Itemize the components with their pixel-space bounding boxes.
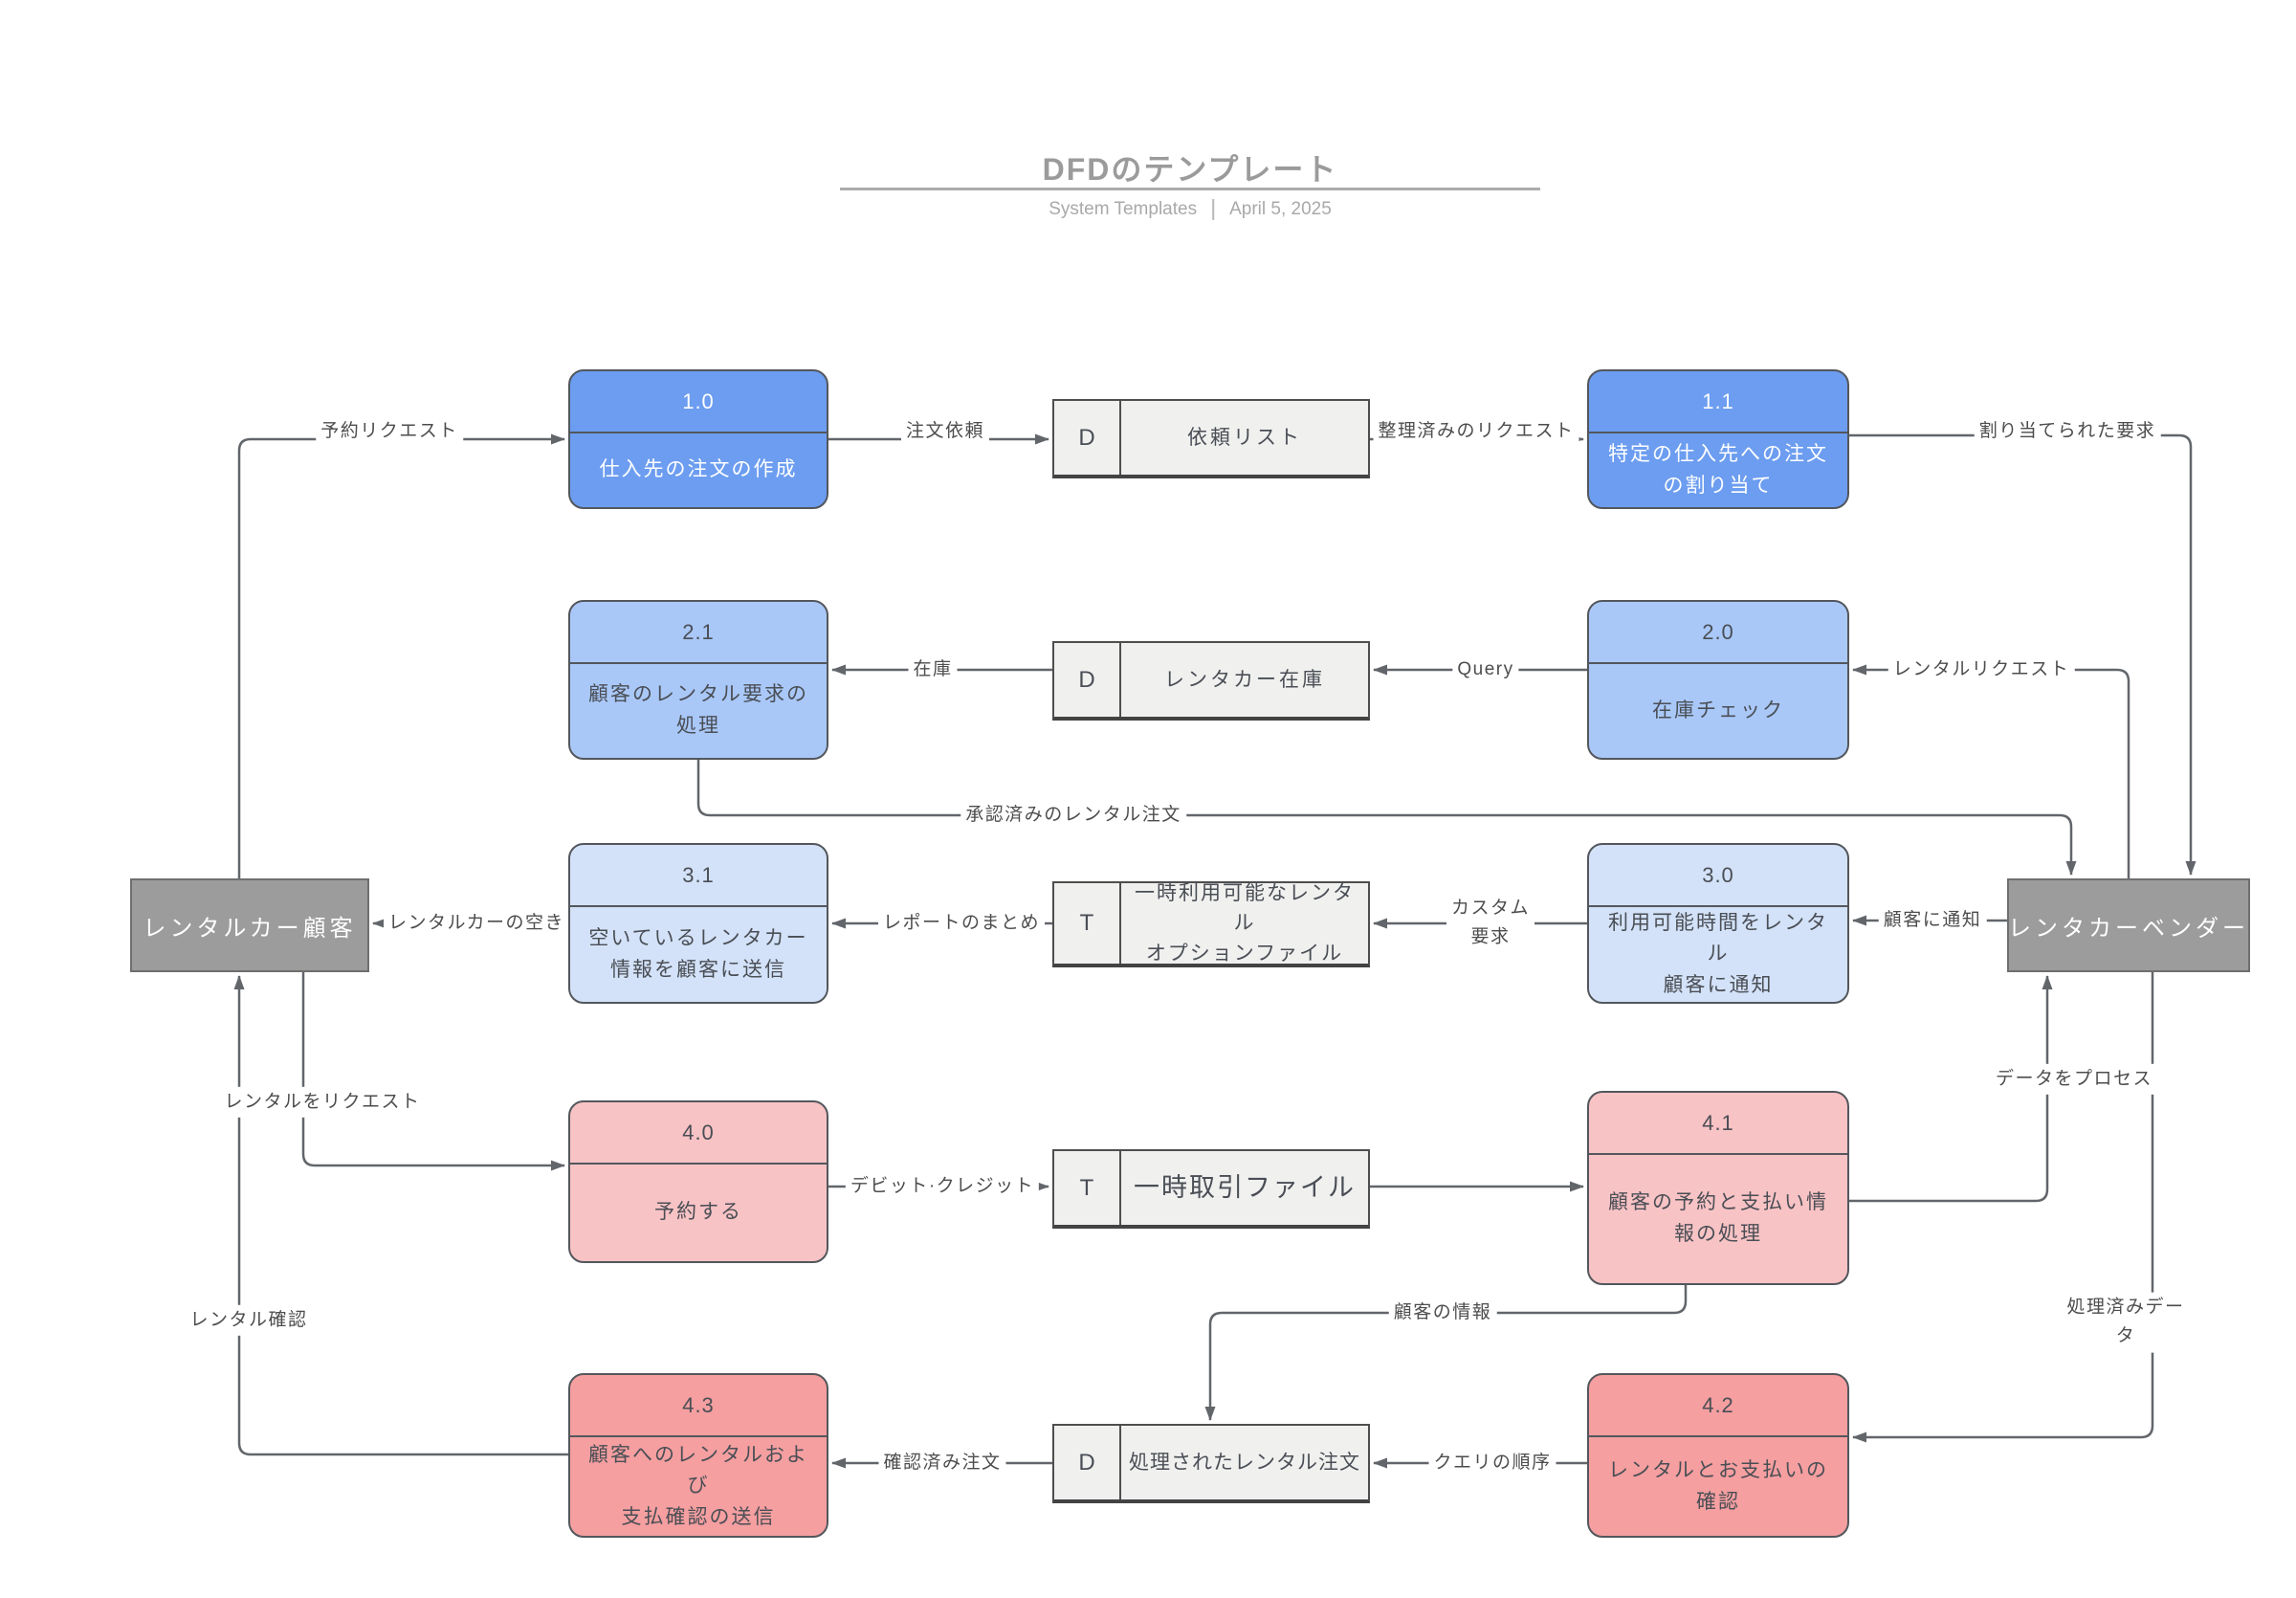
process-4-1-label: 顧客の予約と支払い情 報の処理 <box>1608 1191 1828 1245</box>
datastore-temp-transaction-file-label: 一時取引ファイル <box>1134 1173 1356 1203</box>
process-4-3-id: 4.3 <box>570 1375 827 1437</box>
flow-label-request-rental[interactable]: レンタルをリクエスト <box>219 1086 426 1119</box>
datastore-temp-rental-options-tag: T <box>1054 883 1121 964</box>
datastore-request-list-label: 依頼リスト <box>1187 426 1302 449</box>
flow-label-reservation-request[interactable]: 予約リクエスト <box>316 415 463 448</box>
process-1-1-label: 特定の仕入先への注文 の割り当て <box>1608 442 1828 497</box>
process-1-0[interactable]: 1.0 仕入先の注文の作成 <box>568 369 828 509</box>
process-3-0-label: 利用可能時間をレンタル 顧客に通知 <box>1608 911 1828 996</box>
flow-reservation-request <box>237 433 565 878</box>
flow-label-report-summary[interactable]: レポートのまとめ <box>877 907 1046 940</box>
process-2-0-label: 在庫チェック <box>1652 699 1784 721</box>
process-3-1[interactable]: 3.1 空いているレンタカー 情報を顧客に送信 <box>568 843 828 1004</box>
flow-label-confirmed-order[interactable]: 確認済み注文 <box>878 1447 1006 1479</box>
process-1-0-label: 仕入先の注文の作成 <box>599 458 798 481</box>
flow-label-query[interactable]: Query <box>1452 654 1519 686</box>
process-1-1-id: 1.1 <box>1589 371 1847 433</box>
process-4-2-id: 4.2 <box>1589 1375 1847 1437</box>
datastore-temp-transaction-file[interactable]: T 一時取引ファイル <box>1052 1149 1370 1229</box>
process-3-1-id: 3.1 <box>570 845 827 907</box>
flow-assigned-request <box>1849 433 2197 876</box>
flow-label-notify-customer[interactable]: 顧客に通知 <box>1878 904 1987 937</box>
datastore-rental-car-stock-tag: D <box>1054 643 1121 717</box>
datastore-processed-rental-orders[interactable]: D 処理されたレンタル注文 <box>1052 1424 1370 1503</box>
process-4-0-label: 予約する <box>654 1201 742 1224</box>
flow-request-rental <box>301 972 565 1171</box>
datastore-request-list[interactable]: D 依頼リスト <box>1052 399 1370 478</box>
datastore-temp-rental-options-label: 一時利用可能なレンタル オプションファイル <box>1135 881 1355 965</box>
flow-label-process-data[interactable]: データをプロセス <box>1990 1063 2158 1096</box>
process-2-0[interactable]: 2.0 在庫チェック <box>1587 600 1849 760</box>
process-2-0-id: 2.0 <box>1589 602 1847 664</box>
process-1-0-id: 1.0 <box>570 371 827 433</box>
flow-label-organized-request[interactable]: 整理済みのリクエスト <box>1373 415 1579 448</box>
entity-rental-car-customer[interactable]: レンタルカー顧客 <box>130 878 369 972</box>
datastore-rental-car-stock-label: レンタカー在庫 <box>1164 668 1325 691</box>
flow-rental-confirmation <box>233 975 568 1456</box>
title-underline <box>840 188 1540 190</box>
subtitle-divider <box>1212 199 1215 220</box>
datastore-processed-rental-orders-label: 処理されたレンタル注文 <box>1129 1451 1360 1474</box>
process-4-2-label: レンタルとお支払いの 確認 <box>1608 1458 1828 1513</box>
flow-label-query-order[interactable]: クエリの順序 <box>1428 1447 1556 1479</box>
process-4-2[interactable]: 4.2 レンタルとお支払いの 確認 <box>1587 1373 1849 1538</box>
datastore-rental-car-stock[interactable]: D レンタカー在庫 <box>1052 641 1370 721</box>
flow-rental-request <box>1852 664 2130 878</box>
datastore-temp-rental-options[interactable]: T 一時利用可能なレンタル オプションファイル <box>1052 881 1370 967</box>
subtitle-text: System Templates <box>1049 199 1198 219</box>
flow-approved-rental-order <box>696 760 2077 876</box>
process-1-1[interactable]: 1.1 特定の仕入先への注文 の割り当て <box>1587 369 1849 509</box>
page-title: DFDのテンプレート <box>1042 152 1338 187</box>
process-3-1-label: 空いているレンタカー 情報を顧客に送信 <box>588 926 808 981</box>
flow-label-customer-info[interactable]: 顧客の情報 <box>1388 1297 1497 1329</box>
process-4-0-id: 4.0 <box>570 1102 827 1165</box>
process-3-0-id: 3.0 <box>1589 845 1847 907</box>
entity-rental-car-customer-label: レンタルカー顧客 <box>143 915 357 942</box>
process-4-0[interactable]: 4.0 予約する <box>568 1100 828 1263</box>
flow-process-data <box>1849 975 2053 1203</box>
subtitle: System Templates April 5, 2025 <box>1049 199 1332 220</box>
flow-label-custom-request[interactable]: カスタム 要求 <box>1446 893 1535 954</box>
subtitle-date: April 5, 2025 <box>1229 199 1332 219</box>
flow-label-approved-rental-order[interactable]: 承認済みのレンタル注文 <box>960 799 1186 832</box>
entity-rental-car-vendor[interactable]: レンタカーベンダー <box>2007 878 2250 972</box>
process-4-1-id: 4.1 <box>1589 1093 1847 1155</box>
flow-label-rental-request[interactable]: レンタルリクエスト <box>1888 654 2075 686</box>
process-3-0[interactable]: 3.0 利用可能時間をレンタル 顧客に通知 <box>1587 843 1849 1004</box>
datastore-processed-rental-orders-tag: D <box>1054 1426 1121 1499</box>
process-4-1[interactable]: 4.1 顧客の予約と支払い情 報の処理 <box>1587 1091 1849 1285</box>
flow-label-stock[interactable]: 在庫 <box>908 654 958 686</box>
process-2-1-id: 2.1 <box>570 602 827 664</box>
entity-rental-car-vendor-label: レンタカーベンダー <box>2008 915 2249 942</box>
process-4-3[interactable]: 4.3 顧客へのレンタルおよび 支払確認の送信 <box>568 1373 828 1538</box>
datastore-temp-transaction-file-tag: T <box>1054 1151 1121 1225</box>
process-2-1-label: 顧客のレンタル要求の 処理 <box>588 683 808 737</box>
process-4-3-label: 顧客へのレンタルおよび 支払確認の送信 <box>588 1443 808 1528</box>
datastore-request-list-tag: D <box>1054 401 1121 475</box>
flow-label-debit-credit[interactable]: デビット·クレジット <box>845 1170 1040 1203</box>
process-2-1[interactable]: 2.1 顧客のレンタル要求の 処理 <box>568 600 828 760</box>
flow-label-processed-data[interactable]: 処理済みデー タ <box>2062 1292 2190 1353</box>
flow-label-rental-confirmation[interactable]: レンタル確認 <box>185 1304 313 1337</box>
flow-processed-data <box>1852 972 2154 1443</box>
flow-label-order-request[interactable]: 注文依頼 <box>900 415 990 448</box>
flow-label-assigned-request[interactable]: 割り当てられた要求 <box>1974 415 2161 448</box>
flow-label-rental-car-availability[interactable]: レンタルカーの空き <box>384 907 569 940</box>
